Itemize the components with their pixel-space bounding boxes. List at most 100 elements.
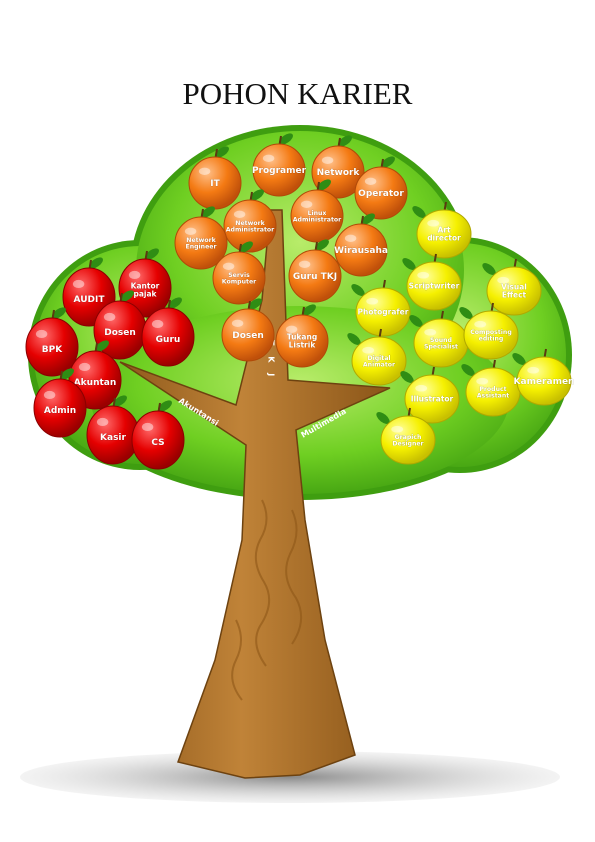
orange-fruit: Operator: [354, 156, 408, 220]
highlight-icon: [415, 384, 428, 392]
highlight-icon: [476, 377, 489, 385]
lemon-icon: [486, 266, 542, 316]
highlight-icon: [391, 425, 404, 433]
highlight-icon: [141, 422, 154, 432]
lemon-fruit: Illustrator: [400, 366, 460, 424]
leaf-icon: [113, 395, 127, 407]
lemon-icon: [351, 336, 407, 386]
leaf-icon: [351, 284, 365, 296]
fruit-label: Scriptwriter: [409, 282, 460, 291]
fruit-label: IT: [210, 179, 220, 189]
fruit-label: Kasir: [100, 433, 126, 443]
highlight-icon: [103, 312, 116, 322]
fruit-label: Kameramen: [514, 377, 575, 387]
orange-icon: [221, 308, 275, 362]
orange-icon: [174, 216, 228, 270]
leaf-icon: [60, 368, 74, 380]
highlight-icon: [198, 167, 211, 175]
fruit-label: Dosen: [104, 328, 136, 338]
lemon-icon: [463, 310, 519, 360]
apple-fruit: CS: [131, 400, 185, 470]
fruit-label: Network: [317, 168, 361, 178]
leaf-icon: [402, 258, 416, 270]
leaf-icon: [145, 248, 159, 260]
highlight-icon: [424, 328, 437, 336]
highlight-icon: [35, 329, 48, 339]
highlight-icon: [527, 366, 540, 374]
leaf-icon: [239, 241, 253, 253]
fruit-label: Programer: [252, 166, 307, 176]
lemon-fruit: Photografer: [351, 279, 411, 337]
fruit-label: Operator: [358, 189, 404, 199]
apple-icon: [118, 258, 172, 318]
leaf-icon: [95, 340, 109, 352]
highlight-icon: [43, 390, 56, 400]
branch-label-tkj: T K J: [267, 340, 276, 380]
fruit-label: Admin: [44, 406, 76, 416]
highlight-icon: [285, 325, 298, 333]
lemon-icon: [416, 209, 472, 259]
fruit-label: Dosen: [232, 331, 264, 341]
highlight-icon: [78, 362, 91, 372]
highlight-icon: [321, 156, 334, 164]
lemon-icon: [404, 374, 460, 424]
apple-icon: [25, 317, 79, 377]
highlight-icon: [151, 319, 164, 329]
fruit-label: AUDIT: [74, 295, 106, 305]
leaf-icon: [347, 333, 361, 345]
lemon-icon: [355, 287, 411, 337]
leaf-icon: [250, 189, 264, 201]
highlight-icon: [417, 271, 430, 279]
highlight-icon: [233, 210, 246, 218]
apple-icon: [141, 307, 195, 367]
orange-icon: [334, 223, 388, 277]
leaf-icon: [512, 353, 526, 365]
apple-icon: [131, 410, 185, 470]
leaf-icon: [459, 307, 473, 319]
highlight-icon: [364, 177, 377, 185]
highlight-icon: [344, 234, 357, 242]
lemon-icon: [380, 415, 436, 465]
highlight-icon: [366, 297, 379, 305]
orange-fruit: Guru TKJ: [288, 239, 342, 303]
apple-fruit: Guru: [141, 297, 195, 367]
orange-icon: [252, 143, 306, 197]
highlight-icon: [72, 279, 85, 289]
orange-icon: [354, 166, 408, 220]
fruit-label: Illustrator: [411, 395, 454, 404]
page-title: POHON KARIER: [182, 76, 413, 111]
fruit-label: Guru TKJ: [293, 272, 337, 282]
leaf-icon: [158, 400, 172, 412]
leaf-icon: [461, 364, 475, 376]
ground-shadow: [20, 751, 560, 803]
apple-fruit: BPK: [25, 307, 79, 377]
orange-fruit: Wirausaha: [334, 213, 388, 277]
leaf-icon: [482, 263, 496, 275]
orange-fruit: IT: [188, 146, 242, 210]
leaf-icon: [302, 304, 316, 316]
lemon-icon: [406, 261, 462, 311]
highlight-icon: [427, 219, 440, 227]
fruit-label: Akuntan: [74, 378, 117, 388]
leaf-icon: [168, 297, 182, 309]
leaf-icon: [317, 179, 331, 191]
orange-icon: [275, 314, 329, 368]
lemon-fruit: Scriptwriter: [402, 253, 462, 311]
apple-icon: [33, 378, 87, 438]
